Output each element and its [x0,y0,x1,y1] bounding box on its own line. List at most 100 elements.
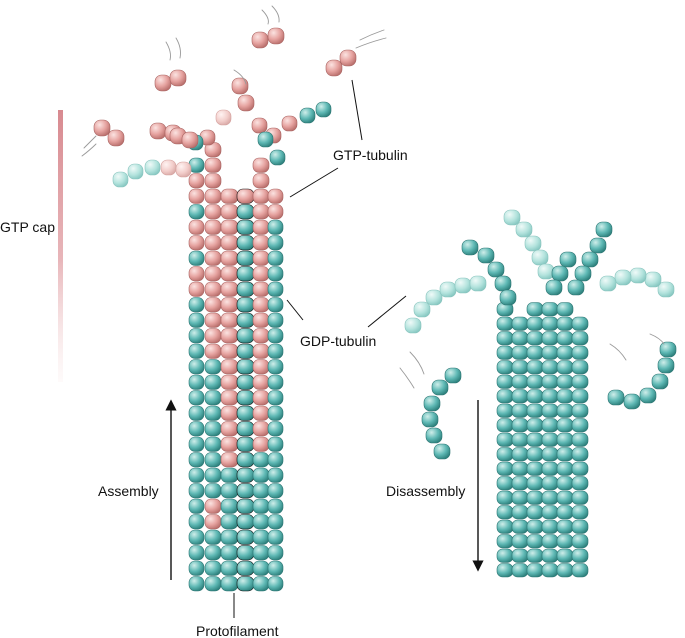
motion-line [165,41,171,61]
tubulin-subunit [511,476,529,491]
tubulin-subunit [252,359,270,375]
protofilament-label: Protofilament [196,623,279,638]
tubulin-subunit [526,548,544,563]
tubulin-subunit [556,360,574,375]
tubulin-subunit [511,490,529,505]
tubulin-subunit [541,360,559,375]
tubulin-subunit [204,312,222,328]
tubulin-subunit [651,373,669,390]
tubulin-subunit [204,436,222,452]
tubulin-subunit [267,467,284,483]
tubulin-subunit [556,563,574,578]
tubulin-subunit [496,316,514,331]
tubulin-subunit [204,374,222,390]
tubulin-subunit [188,405,205,421]
tubulin-subunit [204,514,222,530]
tubulin-subunit [257,131,274,148]
tubulin-subunit [526,505,544,520]
tubulin-subunit [220,576,239,592]
tubulin-subunit [252,514,270,530]
tubulin-subunit [551,265,569,282]
tubulin-subunit [220,343,239,359]
tubulin-subunit [526,476,544,491]
tubulin-subunit [252,266,270,282]
tubulin-subunit [589,237,607,254]
tubulin-subunit [526,302,544,317]
tubulin-subunit [188,250,205,266]
tubulin-subunit [496,490,514,505]
tubulin-subunit [556,316,574,331]
tubulin-subunit [511,534,529,549]
tubulin-subunit [511,461,529,476]
protofilament-subunit [236,281,255,297]
tubulin-subunit [204,281,222,297]
tubulin-subunit [188,297,205,313]
tubulin-subunit [541,331,559,346]
tubulin-subunit [496,432,514,447]
protofilament-subunit [236,467,255,483]
tubulin-subunit [204,560,222,576]
tubulin-subunit [188,204,205,220]
tubulin-subunit [267,576,284,592]
tubulin-subunit [220,514,239,530]
tubulin-subunit [144,159,161,176]
tubulin-subunit [220,390,239,406]
tubulin-subunit [252,436,270,452]
tubulin-subunit [454,277,472,294]
tubulin-subunit [496,476,514,491]
tubulin-subunit [204,157,222,173]
protofilament-subunit [236,483,255,499]
tubulin-subunit [204,343,222,359]
tubulin-subunit [423,395,441,412]
tubulin-subunit [526,447,544,462]
tubulin-subunit [112,171,129,188]
tubulin-subunit [220,359,239,375]
tubulin-subunit [623,393,641,410]
tubulin-subunit [541,418,559,433]
tubulin-subunit [526,418,544,433]
tubulin-subunit [267,204,284,220]
tubulin-subunit [477,247,495,264]
protofilament-subunit [236,405,255,421]
tubulin-subunit [515,221,533,238]
tubulin-subunit [188,173,205,189]
tubulin-subunit [220,467,239,483]
tubulin-subunit [571,374,589,389]
tubulin-subunit [574,265,592,282]
tubulin-subunit [571,316,589,331]
tubulin-subunit [526,461,544,476]
tubulin-subunit [188,281,205,297]
gtp-tubulin-dimer-subunit [169,69,187,87]
tubulin-subunit [526,360,544,375]
tubulin-subunit [567,279,585,296]
gdp-tubulin-leader-2 [367,295,407,328]
tubulin-subunit [657,357,675,374]
gtp-tubulin-dimer-subunit [325,59,343,77]
tubulin-subunit [188,312,205,328]
tubulin-subunit [204,219,222,235]
gtp-tubulin-dimer-subunit [231,77,249,95]
tubulin-subunit [204,173,222,189]
tubulin-subunit [487,261,505,278]
tubulin-subunit [541,519,559,534]
tubulin-subunit [188,560,205,576]
tubulin-subunit [526,432,544,447]
tubulin-subunit [267,297,284,313]
tubulin-subunit [252,576,270,592]
motion-line [609,343,627,361]
tubulin-subunit [252,157,270,173]
tubulin-subunit [571,360,589,375]
tubulin-subunit [188,374,205,390]
tubulin-subunit [252,452,270,468]
tubulin-subunit [571,563,589,578]
protofilament-subunit [236,219,255,235]
tubulin-subunit [252,250,270,266]
tubulin-subunit [220,560,239,576]
tubulin-subunit [267,390,284,406]
tubulin-subunit [267,436,284,452]
gtp-tubulin-dimer-subunit [251,31,269,49]
gtp-tubulin-dimer-subunit [237,94,255,112]
tubulin-subunit [252,498,270,514]
tubulin-subunit [252,467,270,483]
tubulin-subunit [659,341,677,358]
